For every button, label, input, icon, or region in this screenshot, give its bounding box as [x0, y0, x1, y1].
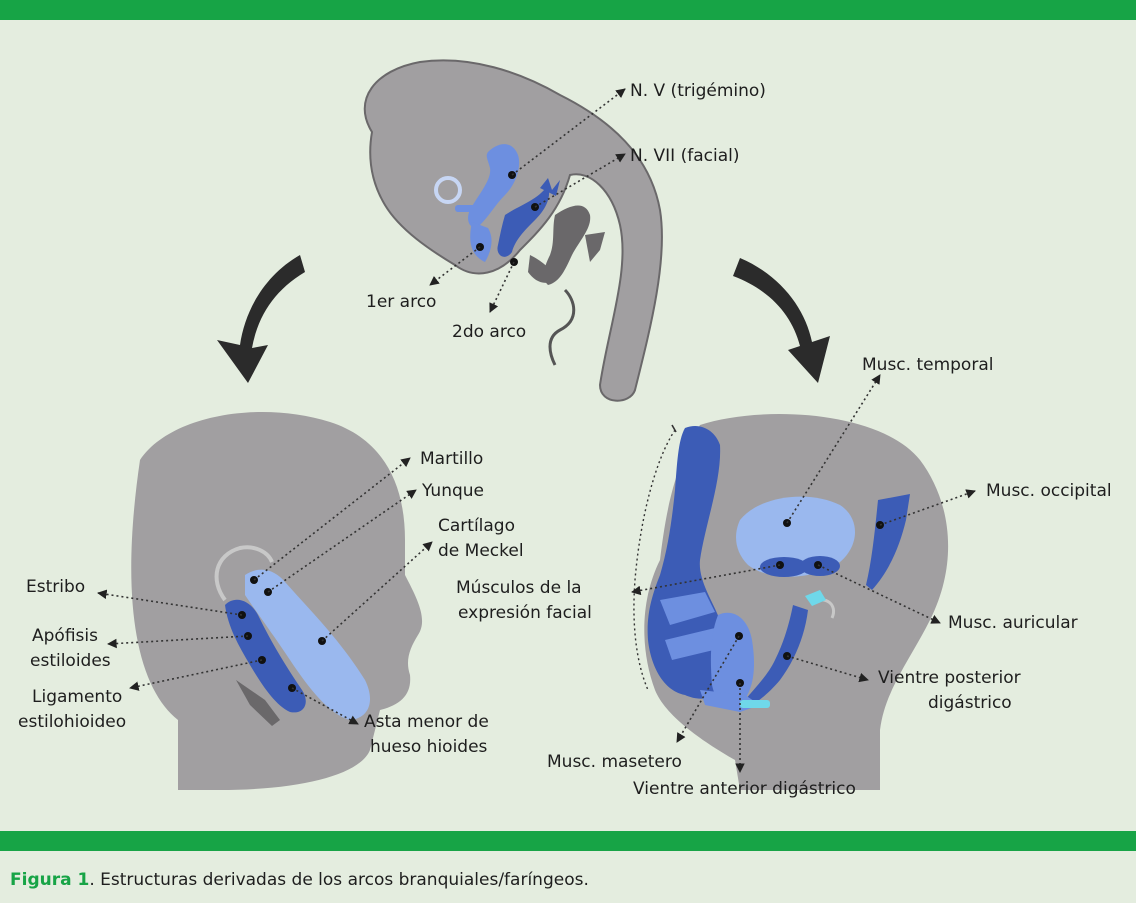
right-head-illustration: Musc. temporal Musc. occipital Músculos … [456, 355, 1112, 799]
label-expresion-2: expresión facial [458, 603, 592, 623]
label-masetero: Musc. masetero [547, 752, 682, 772]
left-curved-arrow [217, 255, 305, 383]
label-yunque: Yunque [421, 481, 484, 501]
label-n5: N. V (trigémino) [630, 81, 766, 101]
label-meckel-2: de Meckel [438, 541, 524, 561]
embryo-illustration: N. V (trigémino) N. VII (facial) 1er arc… [365, 60, 766, 400]
label-estribo: Estribo [26, 577, 85, 597]
label-ligamento-1: Ligamento [32, 687, 122, 707]
figure-caption: Figura 1. Estructuras derivadas de los a… [10, 870, 589, 890]
left-head-illustration: Martillo Yunque Cartílago de Meckel Estr… [18, 412, 524, 790]
label-auricular: Musc. auricular [948, 613, 1078, 633]
label-arch1: 1er arco [366, 292, 436, 312]
label-anterior: Vientre anterior digástrico [633, 779, 856, 799]
label-occipital: Musc. occipital [986, 481, 1112, 501]
label-posterior-2: digástrico [928, 693, 1012, 713]
label-meckel-1: Cartílago [438, 516, 515, 536]
figure-label: Figura 1 [10, 870, 89, 890]
label-asta-2: hueso hioides [370, 737, 488, 757]
label-n7: N. VII (facial) [630, 146, 739, 166]
label-arch2: 2do arco [452, 322, 526, 342]
embryo-tail [550, 290, 574, 365]
label-expresion-1: Músculos de la [456, 578, 582, 598]
label-posterior-1: Vientre posterior [878, 668, 1021, 688]
label-asta-1: Asta menor de [364, 712, 489, 732]
label-martillo: Martillo [420, 449, 483, 469]
figure-diagram: N. V (trigémino) N. VII (facial) 1er arc… [0, 20, 1136, 831]
right-curved-arrow [733, 258, 830, 383]
label-apofisis-2: estiloides [30, 651, 111, 671]
label-temporal: Musc. temporal [862, 355, 993, 375]
caption-text: . Estructuras derivadas de los arcos bra… [89, 870, 589, 890]
top-green-bar [0, 0, 1136, 20]
label-ligamento-2: estilohioideo [18, 712, 126, 732]
label-apofisis-1: Apófisis [32, 626, 98, 646]
bottom-green-bar [0, 831, 1136, 851]
